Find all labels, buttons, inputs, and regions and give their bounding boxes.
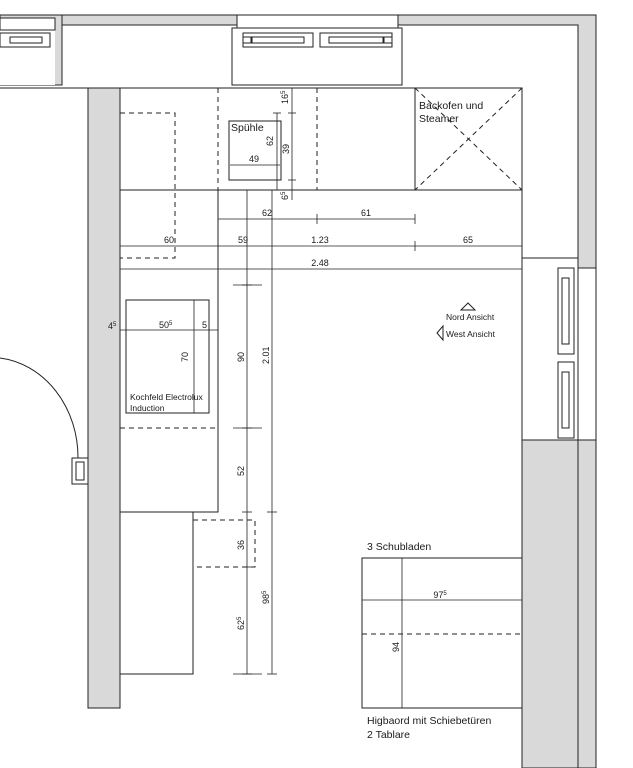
dim-sink-39: 39 <box>281 144 291 154</box>
cooktop <box>125 299 210 414</box>
dashed-lines <box>120 87 523 635</box>
dim-sink-62: 62 <box>265 136 275 146</box>
north-view-marker <box>459 302 477 311</box>
dim-top-61: 61 <box>361 208 371 218</box>
oven-column <box>414 87 523 191</box>
dim-hb-94: 94 <box>391 642 401 652</box>
dim-row-59: 59 <box>238 235 248 245</box>
highboard <box>361 557 523 709</box>
west-view-label: West Ansicht <box>446 329 496 339</box>
dim-vert-62: 625 <box>236 616 246 630</box>
dim-hb-97: 975 <box>433 590 447 600</box>
dim-sink-6: 65 <box>280 191 290 200</box>
highboard-label-2: 2 Tablare <box>367 729 410 741</box>
dim-top-62: 62 <box>262 208 272 218</box>
dim-vert-201: 2.01 <box>261 346 271 364</box>
dim-vert-90: 90 <box>236 352 246 362</box>
oven-label-2: Steamer <box>419 113 459 125</box>
dim-sink-49: 49 <box>249 154 259 164</box>
left-wall <box>87 87 121 709</box>
top-window <box>236 14 399 48</box>
cooktop-label: Kochfeld Electrolux <box>130 392 204 402</box>
plan-text: Spühle Backofen und Steamer Kochfeld Ele… <box>108 90 496 741</box>
dim-cook-4: 45 <box>108 321 117 331</box>
dim-row-65: 65 <box>463 235 473 245</box>
dim-vert-98: 985 <box>261 590 271 604</box>
dim-vert-36: 36 <box>236 540 246 550</box>
top-left-window <box>0 17 56 48</box>
north-view-label: Nord Ansicht <box>446 312 495 322</box>
right-wall <box>521 439 579 768</box>
drawers-label: 3 Schubladen <box>367 541 431 553</box>
dim-cook-5: 5 <box>202 320 207 330</box>
dim-row-60: 60 <box>164 235 174 245</box>
oven-label: Backofen und <box>419 100 483 112</box>
walls <box>0 14 597 768</box>
dim-cook-70: 70 <box>180 352 190 362</box>
door-swing <box>0 357 89 485</box>
highboard-label: Higbaord mit Schiebetüren <box>367 715 491 727</box>
dimension-lines <box>119 87 523 709</box>
view-markers <box>436 302 477 342</box>
cooktop-label-2: Induction <box>130 403 165 413</box>
sink <box>228 120 282 181</box>
dim-row-123: 1.23 <box>311 235 329 245</box>
right-window <box>521 257 597 441</box>
dim-sink-16: 165 <box>280 90 290 104</box>
sink-label: Spühle <box>231 122 264 134</box>
counters <box>119 87 523 709</box>
lower-cabinet <box>119 511 194 675</box>
dim-vert-52: 52 <box>236 466 246 476</box>
west-view-marker <box>436 324 444 342</box>
dim-cook-50: 505 <box>159 320 173 330</box>
dim-total-248: 2.48 <box>311 258 329 268</box>
